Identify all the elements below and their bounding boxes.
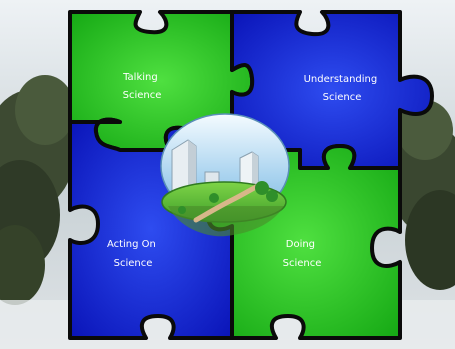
tree-left bbox=[0, 75, 75, 305]
label-understanding: Understanding Science bbox=[304, 74, 381, 103]
label-talking: Talking Science bbox=[122, 72, 161, 101]
label-acting: Acting On Science bbox=[107, 239, 159, 269]
island-trees bbox=[178, 181, 278, 214]
label-doing: Doing Science bbox=[283, 239, 322, 269]
island-path bbox=[193, 183, 261, 223]
city-island-icon bbox=[160, 113, 290, 237]
labels: Talking Science Understanding Science Ac… bbox=[107, 72, 381, 269]
